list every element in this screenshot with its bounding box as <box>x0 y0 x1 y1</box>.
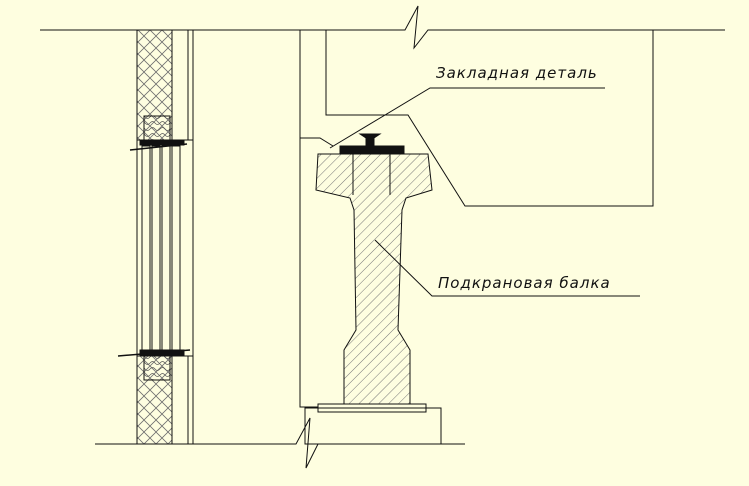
crane-beam <box>304 133 442 445</box>
wall-panel <box>117 29 194 445</box>
label-embedded-part: Закладная деталь <box>436 64 598 82</box>
leader-crane-beam <box>374 239 640 297</box>
ceiling-line <box>40 5 725 50</box>
leader-embedded-part <box>329 87 605 149</box>
column <box>299 30 654 408</box>
label-crane-beam: Подкрановая балка <box>438 274 611 292</box>
